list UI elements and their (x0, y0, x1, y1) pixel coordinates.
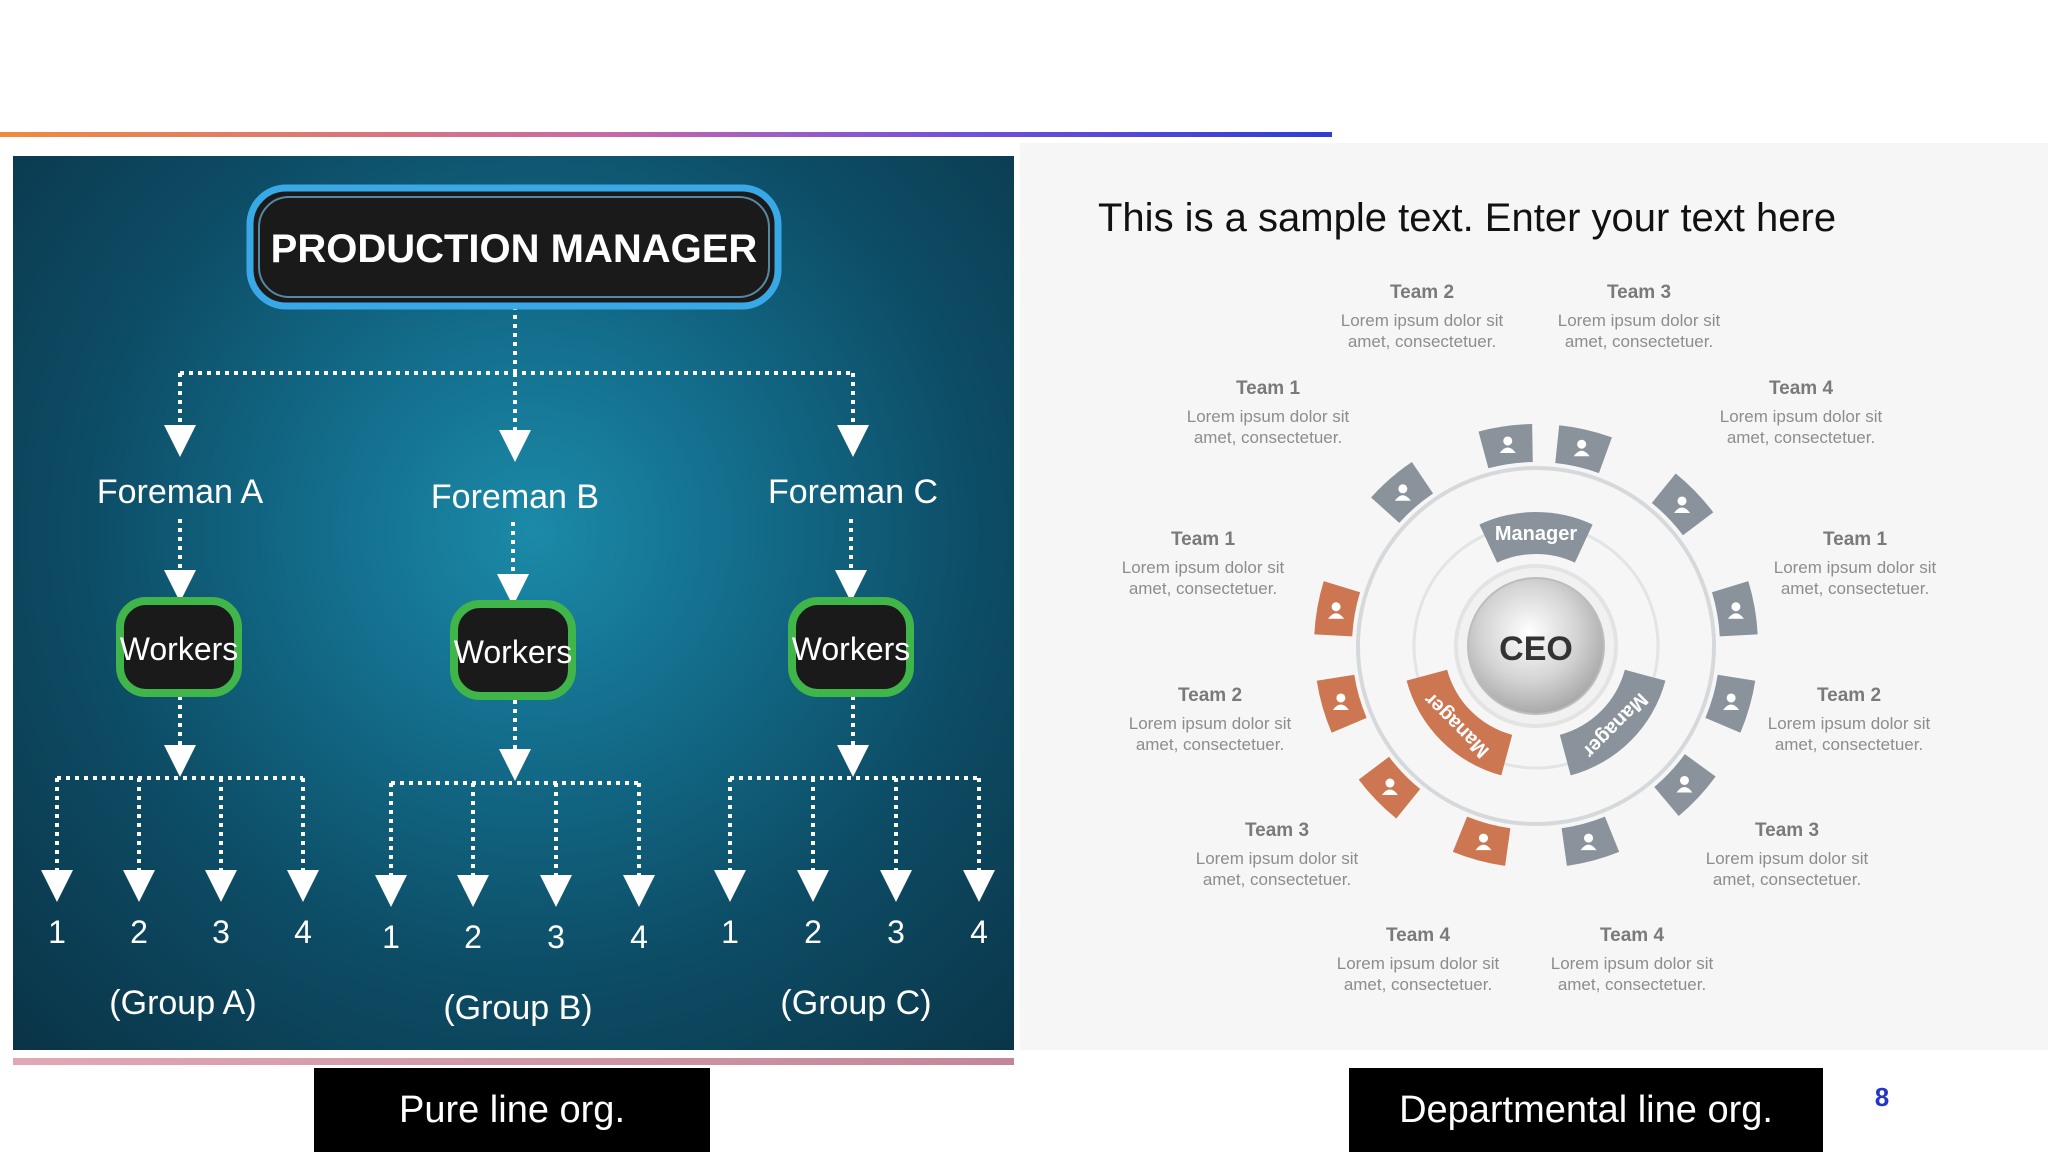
foreman-c-label: Foreman C (768, 473, 938, 511)
team-label: Team 4 (1386, 925, 1451, 946)
group-c-label: (Group C) (780, 984, 931, 1022)
workers-label-b: Workers (454, 634, 573, 670)
team-label: Team 1 (1823, 529, 1888, 550)
team-description: amet, consectetuer. (1348, 332, 1496, 351)
group-b-label: (Group B) (443, 989, 592, 1027)
workers-box-a: Workers (116, 597, 242, 697)
team-label: Team 4 (1600, 925, 1665, 946)
team-label: Team 2 (1390, 282, 1454, 303)
worker-number: 2 (464, 919, 482, 955)
pure-line-diagram: PRODUCTION MANAGER Foreman A Foreman B F… (13, 156, 1014, 1050)
workers-box-c: Workers (788, 597, 914, 697)
person-icon (1381, 778, 1398, 796)
team-label: Team 2 (1817, 685, 1881, 706)
caption-pure-line: Pure line org. (314, 1068, 710, 1152)
team-description: Lorem ipsum dolor sit (1129, 714, 1292, 733)
team-description: Lorem ipsum dolor sit (1187, 407, 1350, 426)
worker-number: 1 (721, 914, 739, 950)
team-description: Lorem ipsum dolor sit (1768, 714, 1931, 733)
person-icon (1676, 775, 1693, 793)
team-description: amet, consectetuer. (1565, 332, 1713, 351)
worker-number: 1 (382, 919, 400, 955)
team-description: amet, consectetuer. (1775, 735, 1923, 754)
team-description: Lorem ipsum dolor sit (1196, 849, 1359, 868)
team-description: amet, consectetuer. (1781, 579, 1929, 598)
team-description: Lorem ipsum dolor sit (1720, 407, 1883, 426)
team-description: amet, consectetuer. (1194, 428, 1342, 447)
team-description: amet, consectetuer. (1344, 975, 1492, 994)
team-description: Lorem ipsum dolor sit (1706, 849, 1869, 868)
worker-number: 4 (970, 914, 988, 950)
team-description: amet, consectetuer. (1713, 870, 1861, 889)
person-icon (1727, 602, 1744, 619)
production-manager-box: PRODUCTION MANAGER (246, 184, 782, 310)
team-label: Team 3 (1607, 282, 1671, 303)
team-description: Lorem ipsum dolor sit (1337, 954, 1500, 973)
person-icon (1328, 602, 1345, 619)
departmental-line-diagram: This is a sample text. Enter your text h… (1020, 143, 2048, 1050)
team-label: Team 3 (1245, 820, 1309, 841)
team-label: Team 1 (1236, 378, 1301, 399)
worker-number: 2 (804, 914, 822, 950)
person-icon (1332, 693, 1349, 710)
person-icon (1499, 436, 1516, 453)
group-a-label: (Group A) (109, 984, 256, 1022)
team-tile (1555, 425, 1612, 474)
left-underline (13, 1058, 1014, 1065)
worker-number: 4 (630, 919, 648, 955)
team-label: Team 1 (1171, 529, 1236, 550)
team-description: amet, consectetuer. (1129, 579, 1277, 598)
team-label: Team 3 (1755, 820, 1819, 841)
team-description: Lorem ipsum dolor sit (1341, 311, 1504, 330)
team-description: amet, consectetuer. (1727, 428, 1875, 447)
foreman-a-label: Foreman A (97, 473, 264, 511)
person-icon (1580, 833, 1597, 851)
team-description: amet, consectetuer. (1203, 870, 1351, 889)
worker-number: 2 (130, 914, 148, 950)
team-label: Team 4 (1769, 378, 1834, 399)
person-icon (1394, 484, 1411, 501)
team-description: Lorem ipsum dolor sit (1551, 954, 1714, 973)
manager-label: Manager (1495, 523, 1577, 545)
workers-label-a: Workers (120, 631, 239, 667)
team-description: amet, consectetuer. (1558, 975, 1706, 994)
team-tile (1358, 756, 1421, 819)
team-tile (1654, 754, 1716, 817)
team-description: Lorem ipsum dolor sit (1774, 558, 1937, 577)
team-label: Team 2 (1178, 685, 1242, 706)
team-description: Lorem ipsum dolor sit (1122, 558, 1285, 577)
workers-box-b: Workers (450, 600, 576, 700)
person-icon (1723, 693, 1740, 710)
worker-number: 3 (547, 919, 565, 955)
team-tile (1705, 674, 1756, 733)
outer-ring (1356, 466, 1716, 826)
person-icon (1674, 496, 1691, 513)
team-description: amet, consectetuer. (1136, 735, 1284, 754)
caption-departmental-line: Departmental line org. (1349, 1068, 1823, 1152)
team-tile (1316, 674, 1367, 733)
ceo-node: CEO (1454, 564, 1618, 728)
worker-number: 3 (212, 914, 230, 950)
manager-arc (1406, 669, 1513, 776)
team-description: Lorem ipsum dolor sit (1558, 311, 1721, 330)
manager-arc (1479, 512, 1593, 563)
production-manager-label: PRODUCTION MANAGER (271, 227, 758, 271)
manager-arc (1559, 669, 1666, 776)
person-icon (1573, 439, 1590, 457)
workers-label-c: Workers (792, 631, 911, 667)
page-number: 8 (1874, 1082, 1890, 1112)
worker-number: 1 (48, 914, 66, 950)
departmental-title: This is a sample text. Enter your text h… (1098, 196, 1836, 240)
ceo-label: CEO (1499, 630, 1573, 668)
foreman-b-label: Foreman B (431, 478, 599, 516)
team-tile (1478, 424, 1533, 469)
accent-line (0, 132, 1332, 137)
person-icon (1475, 833, 1492, 851)
worker-number: 3 (887, 914, 905, 950)
worker-number: 4 (294, 914, 312, 950)
